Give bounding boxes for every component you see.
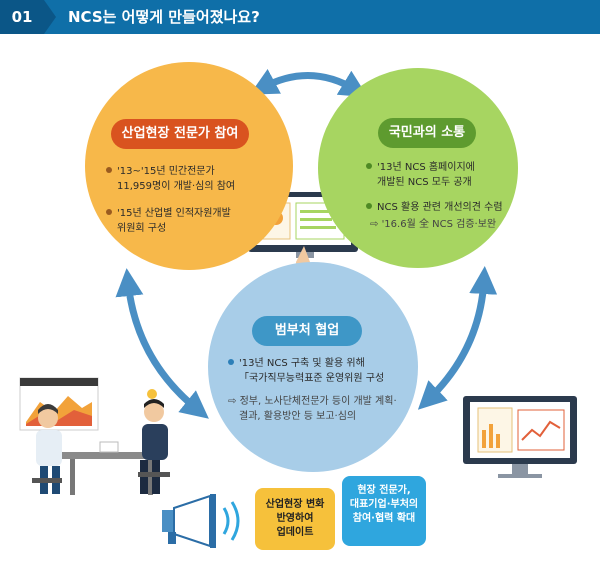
item-text: 개발된 NCS 모두 공개 (377, 177, 472, 188)
public-communication-title: 국민과의 소통 (378, 118, 476, 148)
header-bar: 01 NCS는 어떻게 만들어졌나요? (0, 0, 600, 34)
item-text: 「국가직무능력표준 운영위원 구성 (239, 373, 385, 384)
pointer-icon: ⇨ (228, 396, 240, 407)
public-communication-item-1: '13년 NCS 홈페이지에 개발된 NCS 모두 공개 (366, 160, 475, 190)
bullet-icon (106, 209, 112, 215)
bubble-text: 현장 전문가, (357, 485, 411, 496)
item-text: '13년 NCS 구축 및 활용 위해 (239, 358, 365, 369)
cycle-arrow-top (249, 69, 368, 98)
megaphone-illustration (162, 494, 240, 548)
circle-public-communication (318, 68, 518, 268)
item-text: '13년 NCS 홈페이지에 (377, 162, 475, 173)
interagency-cooperation-title: 범부처 협업 (252, 316, 362, 346)
public-communication-sub-note: ⇨ '16.6월 全 NCS 검증·보완 (370, 217, 496, 232)
cycle-arrow-left (115, 268, 209, 419)
industry-experts-title: 산업현장 전문가 참여 (111, 119, 249, 149)
bubble-text: 산업현장 변화 (265, 499, 325, 510)
cycle-arrow-right (417, 266, 498, 410)
sub-note-text: 정부, 노사단체전문가 등이 개발 계획· (239, 396, 397, 407)
item-text: 11,959명이 개발·심의 참여 (117, 181, 236, 192)
circle-industry-experts (85, 62, 293, 270)
sub-note-text: 결과, 활용방안 등 보고·심의 (239, 411, 357, 422)
bubble-text: 업데이트 (276, 527, 314, 538)
section-number-arrow (44, 0, 56, 34)
interagency-cooperation-sub-note: ⇨ 정부, 노사단체전문가 등이 개발 계획· 결과, 활용방안 등 보고·심의 (228, 394, 397, 424)
section-number: 01 (0, 0, 44, 34)
bubble-text: 반영하여 (276, 513, 314, 524)
bullet-icon (106, 167, 112, 173)
item-text: '13~'15년 민간전문가 (117, 166, 215, 177)
sub-note-text: '16.6월 全 NCS 검증·보완 (381, 219, 497, 230)
page-title: NCS는 어떻게 만들어졌나요? (68, 8, 260, 26)
public-communication-item-2: NCS 활용 관련 개선의견 수렴 (366, 200, 503, 215)
item-text: NCS 활용 관련 개선의견 수렴 (377, 202, 503, 213)
industry-experts-item-2: '15년 산업별 인적자원개발 위원회 구성 (106, 206, 231, 236)
bubble-text: 참여·협력 확대 (352, 513, 416, 524)
circle-interagency-cooperation (208, 262, 418, 472)
interagency-cooperation-item-1: '13년 NCS 구축 및 활용 위해 「국가직무능력표준 운영위원 구성 (228, 356, 384, 386)
bullet-icon (366, 163, 372, 169)
meeting-illustration (19, 377, 170, 495)
expansion-bubble: 현장 전문가, 대표기업·부처의 참여·협력 확대 (342, 476, 426, 546)
pointer-icon: ⇨ (370, 219, 382, 230)
bubble-text: 대표기업·부처의 (349, 499, 419, 510)
item-text: '15년 산업별 인적자원개발 (117, 208, 231, 219)
desktop-monitor-illustration (463, 396, 577, 478)
industry-experts-item-1: '13~'15년 민간전문가 11,959명이 개발·심의 참여 (106, 164, 235, 194)
bullet-icon (228, 359, 234, 365)
bullet-icon (366, 203, 372, 209)
update-bubble: 산업현장 변화 반영하여 업데이트 (255, 488, 335, 550)
item-text: 위원회 구성 (117, 223, 167, 234)
